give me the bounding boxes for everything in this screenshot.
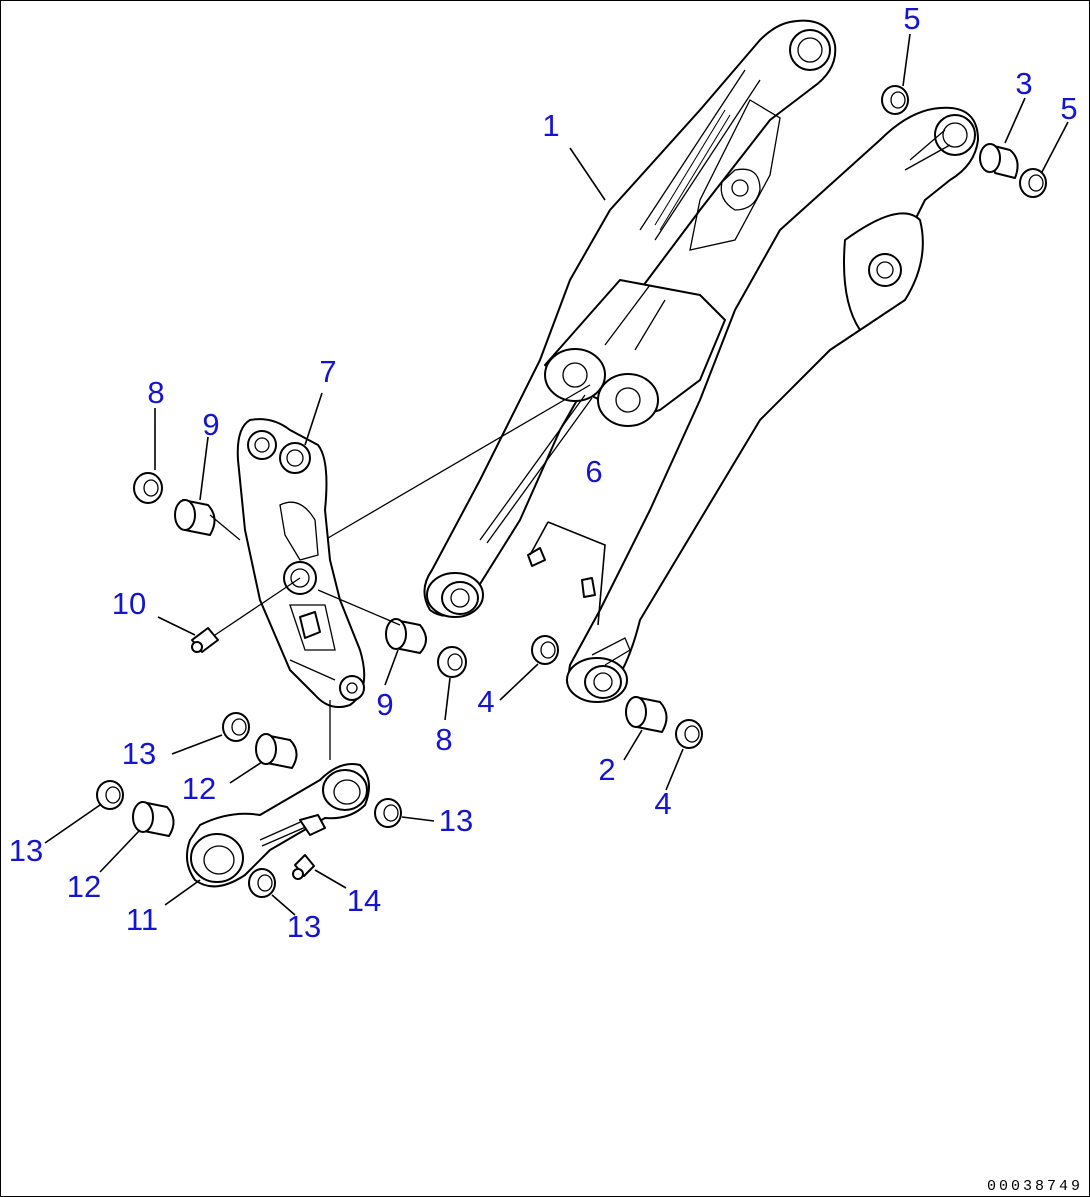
callout-9-upper: 9 [202,407,219,442]
seal-13-b [96,780,124,810]
callout-14: 14 [347,883,381,918]
seal-5-right [1019,168,1047,198]
seal-13-a [222,712,250,742]
callout-1: 1 [542,108,559,143]
callout-12-upper: 12 [182,771,216,806]
callout-7: 7 [319,354,336,389]
callout-9-lower: 9 [376,687,393,722]
grease-fitting-14 [292,854,315,880]
seal-5-top [881,85,909,115]
callout-13-c: 13 [439,803,473,838]
callout-5-top: 5 [903,1,920,36]
bushing-9-upper [174,499,216,536]
seal-8-upper [133,472,163,504]
lift-arm [423,19,979,703]
callout-8-upper: 8 [147,375,164,410]
callout-8-lower: 8 [435,722,452,757]
leader-lines [44,33,1069,916]
seal-4-upper [531,635,559,665]
bushing-2 [625,696,668,733]
seal-13-c [374,798,402,828]
callout-4-lower: 4 [654,786,671,821]
assembly-lines [209,384,591,760]
bushing-9-lower [385,618,427,654]
callout-11: 11 [126,902,158,937]
bushing-3 [979,143,1019,179]
seal-8-lower [437,646,467,678]
grease-fitting-6-left [527,547,546,567]
seal-13-d [248,868,276,898]
callout-10: 10 [112,586,146,621]
callout-4-upper: 4 [477,684,494,719]
callout-13-a: 13 [122,736,156,771]
callout-12-lower: 12 [67,869,101,904]
callout-3: 3 [1015,66,1032,101]
callout-13-b: 13 [9,833,43,868]
seal-4-lower [675,719,703,749]
bushing-12-b [132,801,175,837]
callout-5-right: 5 [1060,91,1077,126]
document-number: 00038749 [987,1178,1083,1195]
callout-2: 2 [598,752,615,787]
grease-fitting-6-right [581,577,596,598]
callout-6: 6 [585,454,602,489]
bushing-12-a [255,733,298,769]
grease-fitting-10 [191,627,219,653]
link [185,763,370,888]
bellcrank [236,418,366,708]
callouts: 1 2 3 4 4 5 5 6 7 8 8 9 9 10 11 12 12 13… [9,1,1078,944]
callout-13-d: 13 [287,909,321,944]
